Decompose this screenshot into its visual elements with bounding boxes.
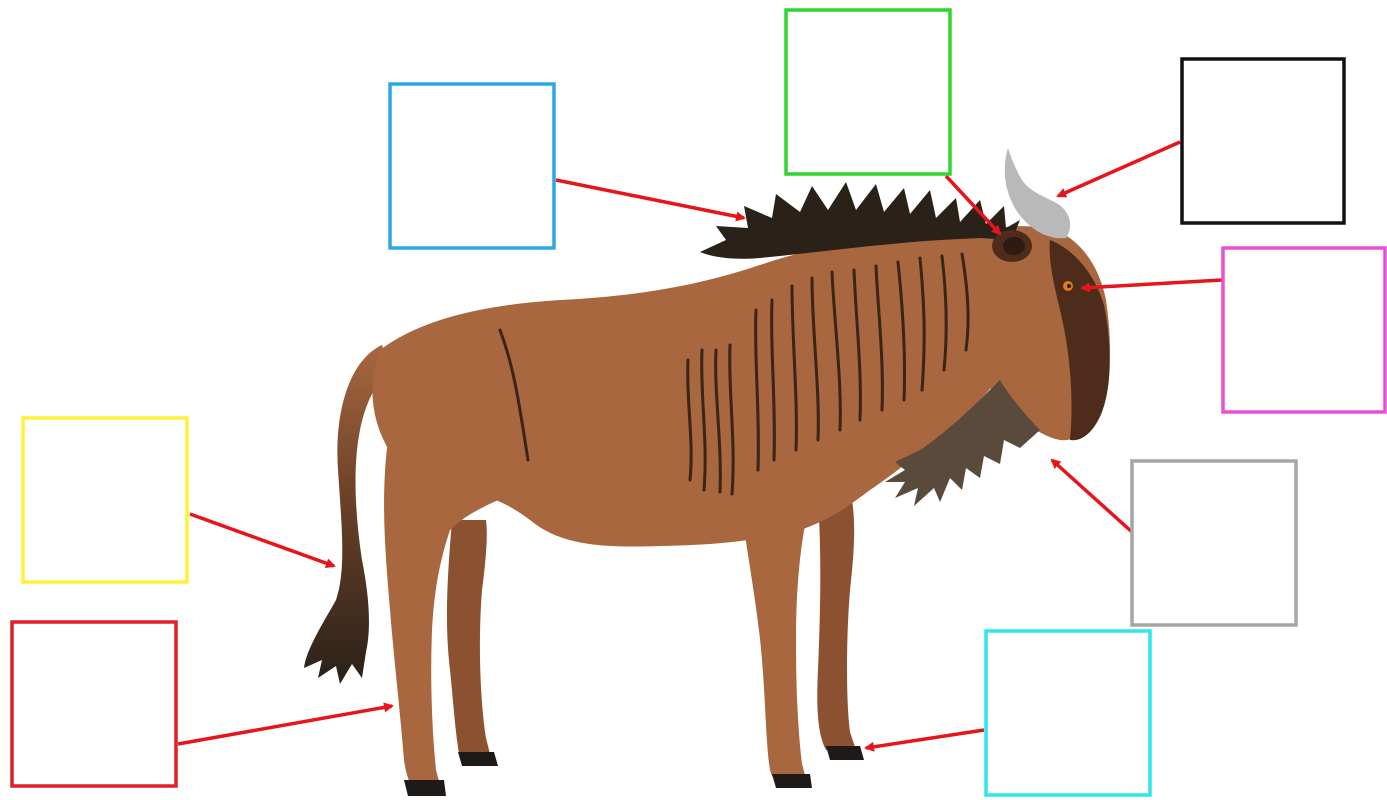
label-box-tail[interactable] <box>21 416 189 584</box>
tail <box>304 345 390 684</box>
arrow-mane <box>555 178 746 222</box>
label-box-horn[interactable] <box>1180 57 1346 225</box>
far-hind-leg <box>446 520 492 762</box>
hoof-near-front <box>772 774 812 788</box>
near-front-leg <box>740 500 808 786</box>
arrow-eye <box>1080 278 1223 293</box>
horn <box>1004 148 1071 239</box>
arrow-beard <box>1050 458 1134 534</box>
body-stripes <box>498 252 970 496</box>
label-box-mane[interactable] <box>388 82 556 250</box>
arrow-hoof <box>864 728 985 752</box>
pointer-arrows <box>177 140 1223 752</box>
wildebeest-illustration <box>304 148 1110 796</box>
mane <box>700 182 1020 259</box>
label-box-ear[interactable] <box>784 8 952 176</box>
far-front-leg <box>817 500 858 756</box>
pupil <box>1067 284 1071 288</box>
arrow-tail <box>189 512 336 568</box>
hoof-far-hind <box>458 752 498 766</box>
arrow-horn <box>1056 140 1181 198</box>
hoof-far-front <box>826 746 864 760</box>
label-box-beard[interactable] <box>1130 459 1298 627</box>
label-box-leg[interactable] <box>10 620 178 788</box>
hoof-near-hind <box>404 780 446 796</box>
arrow-leg <box>177 702 394 746</box>
arrow-ear <box>944 174 1002 236</box>
beard <box>885 380 1040 506</box>
ear-inner <box>1003 237 1025 255</box>
label-box-hoof[interactable] <box>984 629 1152 797</box>
label-boxes <box>10 8 1387 797</box>
face <box>1049 240 1110 441</box>
near-hind-leg <box>384 440 520 792</box>
label-box-eye[interactable] <box>1221 246 1387 414</box>
